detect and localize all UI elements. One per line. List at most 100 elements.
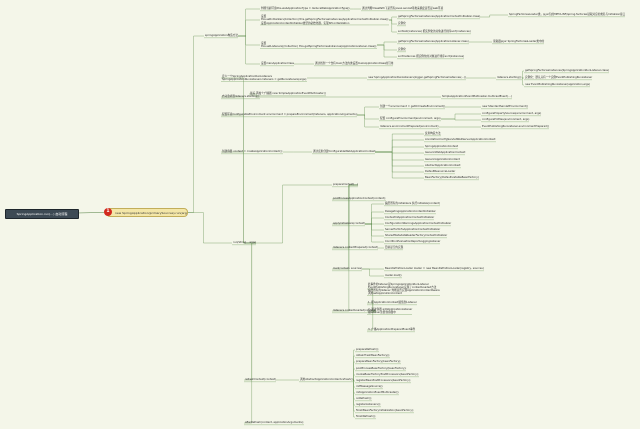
mindmap-node[interactable]: AbstractApplicationContext bbox=[425, 164, 461, 168]
mindmap-node[interactable]: 配置 configureEnvironment(environment, arg… bbox=[380, 117, 441, 121]
mindmap-node[interactable]: springApplication构造方法 bbox=[205, 34, 238, 38]
mindmap-node[interactable]: registerListeners(); bbox=[356, 403, 381, 407]
mindmap-node[interactable]: BeanDefinitionLoader loader = new BeanDe… bbox=[385, 267, 484, 271]
connector bbox=[353, 379, 355, 412]
mindmap-node[interactable]: ConfigurationWarningsApplicationContextI… bbox=[385, 222, 452, 226]
connector bbox=[221, 77, 256, 244]
mindmap-node[interactable]: 通过反射创建ConfigurableWebApplicationContext bbox=[313, 150, 376, 154]
connector bbox=[375, 146, 424, 153]
mindmap-node[interactable]: SimpleApplicationEventMulticaster.multic… bbox=[442, 95, 512, 99]
mindmap-node[interactable]: 最后 再加个广播器 new SimpleApplicationEventMult… bbox=[250, 92, 326, 96]
mindmap-node[interactable]: AnnotationConfigServletWebServerApplicat… bbox=[425, 138, 496, 142]
mindmap-node[interactable]: initMessageSource(); bbox=[356, 385, 384, 389]
mindmap-node[interactable]: configureProfiles(environment, args) bbox=[482, 118, 530, 122]
mindmap-node[interactable]: prepareBeanFactory(beanFactory); bbox=[356, 360, 402, 364]
mindmap-node[interactable]: registerBeanPostProcessors(beanFactory); bbox=[356, 379, 411, 383]
mindmap-node[interactable]: SharedMetadataReaderFactoryContextInitia… bbox=[385, 234, 448, 238]
mindmap-node[interactable]: listeners.environmentPrepared(environmen… bbox=[380, 125, 439, 129]
connector bbox=[365, 223, 384, 231]
mindmap-node[interactable]: 目前是空的实现 bbox=[385, 246, 404, 250]
connector bbox=[238, 35, 260, 46]
mindmap-node[interactable]: onRefresh(); bbox=[356, 397, 372, 401]
mindmap-node[interactable]: 读取跟从jar SpringFactoriesLoader类中的 bbox=[493, 40, 545, 44]
connector bbox=[365, 217, 384, 225]
mindmap-node[interactable]: GenericWebApplicationContext bbox=[425, 151, 466, 155]
mindmap-node[interactable]: obtainFreshBeanFactory(); bbox=[356, 354, 391, 358]
mindmap-node[interactable]: getSpringFactoriesInstances(ApplicationC… bbox=[398, 15, 481, 19]
mindmap-node[interactable]: afterRefresh(context, applicationArgumen… bbox=[245, 421, 304, 425]
mindmap-node[interactable]: 反射构造方法 bbox=[425, 132, 441, 136]
connector bbox=[353, 361, 355, 381]
mindmap-node[interactable]: ConditionEvaluationReportLoggingListener bbox=[385, 240, 441, 244]
mindmap-node[interactable]: prepareRefresh(); bbox=[356, 348, 379, 352]
mindmap-node[interactable]: 此事件的listener是SpringApplicationRunListene… bbox=[368, 282, 440, 296]
connector bbox=[244, 242, 256, 381]
mindmap-node[interactable]: EventPublishingRunListener.environmentPr… bbox=[482, 125, 549, 129]
mindmap-node[interactable]: BeanFactory(DefaultListableBeanFactory) bbox=[425, 176, 479, 180]
connector bbox=[480, 14, 508, 18]
mindmap-node[interactable]: SpringFactoriesLoader类，从jar包的META-INF/sp… bbox=[509, 13, 626, 17]
mindmap-node[interactable]: 实例化：默认只有一个实例EventPublishingRunListener bbox=[525, 76, 593, 80]
mindmap-node[interactable]: new StandardServletEnvironment() bbox=[482, 105, 528, 109]
connector bbox=[353, 379, 355, 406]
mindmap-node[interactable]: finishBeanFactoryInitialization(beanFact… bbox=[356, 409, 414, 413]
mindmap-node[interactable]: postProcessBeanFactory(beanFactory); bbox=[356, 367, 407, 371]
mindmap-node[interactable]: 创建一个environment = getOrCreateEnvironment… bbox=[380, 105, 446, 109]
connector bbox=[353, 379, 355, 394]
mindmap-node[interactable]: 2. 通过容器 addApplicationListener 把listener… bbox=[368, 307, 413, 314]
mindmap-node[interactable]: initApplicationEventMulticaster(); bbox=[356, 391, 400, 395]
root-node[interactable]: SpringApplication.run(…) 启动流程 bbox=[5, 209, 79, 219]
mindmap-node[interactable]: loader.load(); bbox=[385, 274, 403, 278]
mindmap-node[interactable]: listeners.contextLoaded(context) bbox=[333, 309, 376, 313]
connector bbox=[353, 374, 355, 381]
connector bbox=[238, 35, 260, 65]
connector bbox=[332, 184, 358, 312]
mindmap-node[interactable]: new EventPublishingRunListener(applicati… bbox=[525, 83, 591, 87]
mindmap-node[interactable]: 配置环境ConfigurableEnvironment environment … bbox=[222, 113, 358, 117]
mindmap-node[interactable]: 调用AbstractApplicationContext.refresh() bbox=[300, 378, 353, 382]
mindmap-node[interactable]: 3. 广播ApplicationPreparedEvent事件 bbox=[368, 328, 416, 332]
mindmap-node[interactable]: ServerPortInfoApplicationContextInitiali… bbox=[385, 228, 441, 232]
connector bbox=[375, 151, 424, 161]
mindmap-node[interactable]: 设置 this.setInitializers(Collection) this… bbox=[261, 15, 390, 25]
mindmap-node[interactable]: configurePropertySources(environment, ar… bbox=[482, 112, 542, 116]
mindmap-node[interactable]: 创建容器 context = createApplicationContext(… bbox=[222, 150, 283, 154]
mindmap-node[interactable]: 设置mainApplicationClass bbox=[261, 62, 294, 66]
mindmap-node[interactable]: run(String... args) bbox=[233, 241, 257, 245]
mindmap-node[interactable]: 通过找到一个含有main方法的类设置mainApplicationClass的引… bbox=[315, 62, 394, 66]
mindmap-node[interactable]: 遍历所有的initializers 执行initialize(context) bbox=[385, 202, 440, 206]
mindmap-node[interactable]: invokeBeanFactoryPostProcessors(beanFact… bbox=[356, 373, 419, 377]
mindmap-node[interactable]: GenericApplicationContext bbox=[425, 158, 460, 162]
mindmap-node[interactable]: 通过判断ClassPath下是否有javax.servlet等类来确定是否是we… bbox=[362, 7, 444, 11]
mindmap-node[interactable]: listeners.contextPrepared(context) bbox=[333, 246, 379, 250]
mindmap-node[interactable]: getSpringFactoriesInstances(ApplicationL… bbox=[398, 40, 469, 44]
mindmap-node[interactable]: 实例化 bbox=[398, 22, 406, 26]
mindmap-node[interactable]: load(context, sources) bbox=[333, 267, 362, 271]
mindmap-node[interactable]: 实例化 bbox=[398, 48, 406, 52]
mindmap-node[interactable]: finishRefresh(); bbox=[356, 415, 376, 419]
mindmap-node[interactable]: SpringApplicationContext bbox=[425, 145, 459, 149]
connector bbox=[353, 368, 355, 381]
mindmap-node[interactable]: 启动监听器listeners.starting(); bbox=[222, 95, 260, 99]
mindmap-node[interactable]: sortList(instances) 把实例化的对象进行排序sort(inst… bbox=[398, 30, 471, 34]
connector bbox=[332, 184, 358, 249]
connector bbox=[238, 8, 260, 37]
mindmap-node[interactable]: new SpringApplicationRunListeners(logger… bbox=[368, 76, 467, 80]
mindmap-node[interactable]: refreshContext(context) bbox=[245, 378, 277, 382]
mindmap-node[interactable]: ContextIdApplicationContextInitializer bbox=[385, 216, 435, 220]
mindmap-node[interactable]: listeners.starting(); bbox=[497, 76, 522, 80]
mindmap-node[interactable]: DefaultResourceLoader bbox=[425, 170, 456, 174]
mindmap-node[interactable]: prepareContext(...) bbox=[333, 183, 358, 187]
mindmap-node[interactable]: 判断当前环境this.webApplicationType = deduceWe… bbox=[261, 7, 351, 11]
mindmap-node[interactable]: DelegatingApplicationContextInitializer bbox=[385, 210, 436, 214]
mindmap-node[interactable]: applyInitializers(context) bbox=[333, 222, 366, 226]
mindmap-node[interactable]: 1. 把ApplicationContext赋值到Listener bbox=[368, 301, 417, 305]
mindmap-node[interactable]: sortInstances 把实例化的对象进行排序sort(instances) bbox=[398, 55, 465, 59]
mindmap-node[interactable]: 定义一个SpringApplicationRunListeners Spring… bbox=[222, 74, 307, 81]
mindmap-node[interactable]: getSpringFactoriesInstances(SpringApplic… bbox=[525, 69, 609, 73]
mindmap-node[interactable]: 设置 this.setListeners((Collection) this.g… bbox=[261, 41, 378, 48]
center-node[interactable]: new SpringApplication(primarySources).ru… bbox=[106, 208, 188, 217]
mindmap-node[interactable]: postProcessApplicationContext(context); bbox=[333, 197, 386, 201]
connector bbox=[221, 114, 256, 244]
